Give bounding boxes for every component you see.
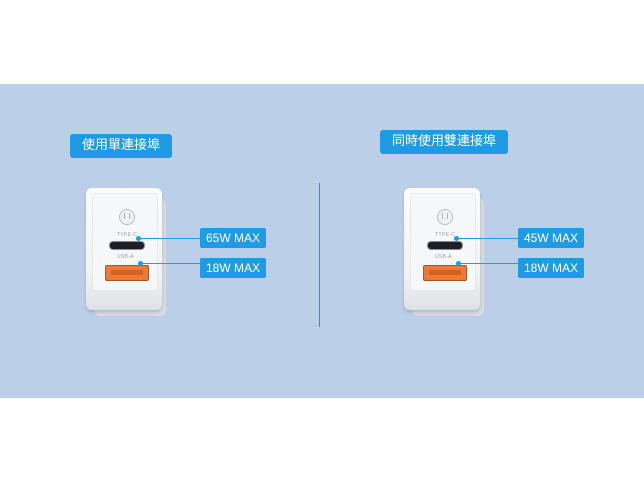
usba-leader-line — [456, 261, 518, 266]
usba-leader-line — [138, 261, 200, 266]
typec-rating-badge: 45W MAX — [518, 228, 585, 248]
usba-rating-badge: 18W MAX — [518, 258, 585, 278]
leader-dot — [138, 261, 143, 266]
usba-port — [105, 265, 149, 281]
typec-leader-line — [454, 236, 518, 241]
usba-port-label: USB-A — [117, 254, 134, 260]
panel-divider — [319, 183, 320, 327]
typec-port-label: TYPE-C — [117, 232, 138, 238]
typec-port — [109, 241, 145, 250]
leader-dot — [136, 236, 141, 241]
usba-port — [423, 265, 467, 281]
charger-body: TYPE-C USB-A — [404, 188, 480, 310]
brand-logo-icon — [437, 209, 453, 225]
leader-dot — [456, 261, 461, 266]
usba-port-label: USB-A — [435, 254, 452, 260]
charger-body: TYPE-C USB-A — [86, 188, 162, 310]
brand-logo-icon — [119, 209, 135, 225]
charger-face: TYPE-C USB-A — [410, 193, 476, 291]
usba-rating-badge: 18W MAX — [200, 258, 267, 278]
typec-leader-line — [136, 236, 200, 241]
dual-port-title: 同時使用雙連接埠 — [380, 130, 509, 154]
charger-face: TYPE-C USB-A — [92, 193, 158, 291]
leader-dot — [454, 236, 459, 241]
single-port-title: 使用單連接埠 — [70, 134, 173, 158]
charger-single-port: TYPE-C USB-A — [86, 188, 166, 316]
charger-dual-port: TYPE-C USB-A — [404, 188, 484, 316]
typec-port-label: TYPE-C — [435, 232, 456, 238]
typec-rating-badge: 65W MAX — [200, 228, 267, 248]
typec-port — [427, 241, 463, 250]
